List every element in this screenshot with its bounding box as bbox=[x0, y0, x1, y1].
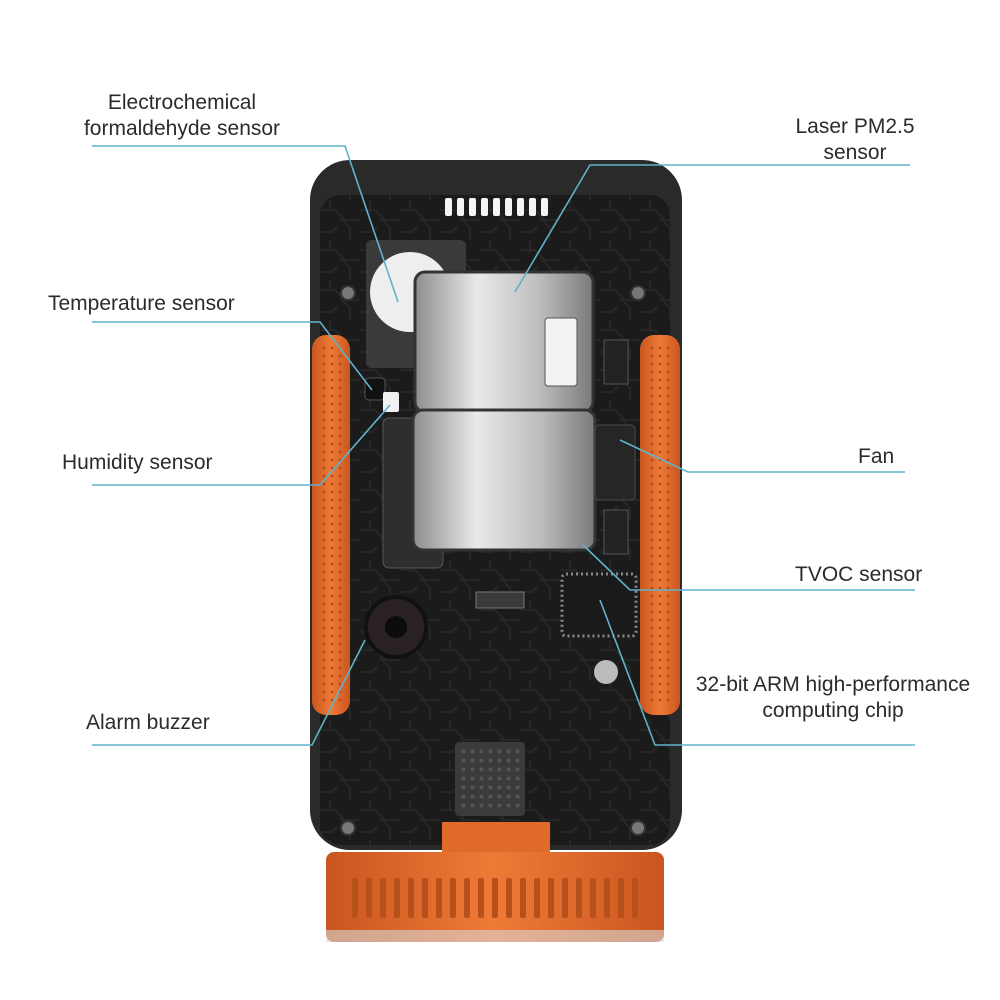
label-arm-line2: computing chip bbox=[762, 699, 904, 722]
label-arm-line1: 32-bit ARM high-performance bbox=[695, 673, 971, 696]
callout-line-humidity bbox=[92, 404, 391, 486]
callout-line-fan bbox=[619, 439, 905, 473]
temperature-sensor bbox=[364, 377, 399, 412]
callout-line-pm25 bbox=[514, 164, 910, 293]
screws bbox=[340, 285, 646, 836]
label-temperature-text: Temperature sensor bbox=[48, 292, 235, 315]
callout-line-tvoc bbox=[582, 544, 915, 591]
callout-line-arm bbox=[599, 599, 915, 746]
label-formaldehyde-line1: Electrochemical bbox=[107, 91, 257, 114]
arm-chip bbox=[560, 572, 638, 684]
contact-pad bbox=[455, 742, 525, 816]
label-buzzer: Alarm buzzer bbox=[86, 710, 210, 736]
callout-line-buzzer bbox=[92, 639, 366, 746]
callout-line-temperature bbox=[92, 321, 373, 391]
label-formaldehyde: Electrochemical formaldehyde sensor bbox=[62, 90, 302, 142]
label-tvoc-text: TVOC sensor bbox=[795, 563, 923, 586]
callout-lines bbox=[92, 145, 915, 746]
label-pm25-line2: sensor bbox=[823, 141, 887, 164]
label-formaldehyde-line2: formaldehyde sensor bbox=[83, 117, 281, 140]
label-pm25: Laser PM2.5 sensor bbox=[770, 114, 940, 166]
label-buzzer-text: Alarm buzzer bbox=[86, 711, 210, 734]
alarm-buzzer bbox=[364, 595, 428, 659]
label-pm25-line1: Laser PM2.5 bbox=[795, 115, 915, 138]
label-fan: Fan bbox=[858, 444, 894, 470]
label-fan-text: Fan bbox=[858, 445, 895, 468]
label-humidity-text: Humidity sensor bbox=[62, 451, 213, 474]
bottom-vent bbox=[352, 878, 638, 918]
connector bbox=[475, 591, 525, 609]
callout-line-formaldehyde bbox=[92, 145, 399, 303]
fan bbox=[594, 339, 636, 555]
top-vent bbox=[445, 198, 548, 216]
label-arm: 32-bit ARM high-performance computing ch… bbox=[668, 672, 998, 724]
label-temperature: Temperature sensor bbox=[48, 291, 235, 317]
label-humidity: Humidity sensor bbox=[62, 450, 213, 476]
label-tvoc: TVOC sensor bbox=[795, 562, 922, 588]
left-grip bbox=[312, 335, 350, 715]
laser-pm25-sensor bbox=[382, 270, 597, 569]
right-grip bbox=[640, 335, 680, 715]
